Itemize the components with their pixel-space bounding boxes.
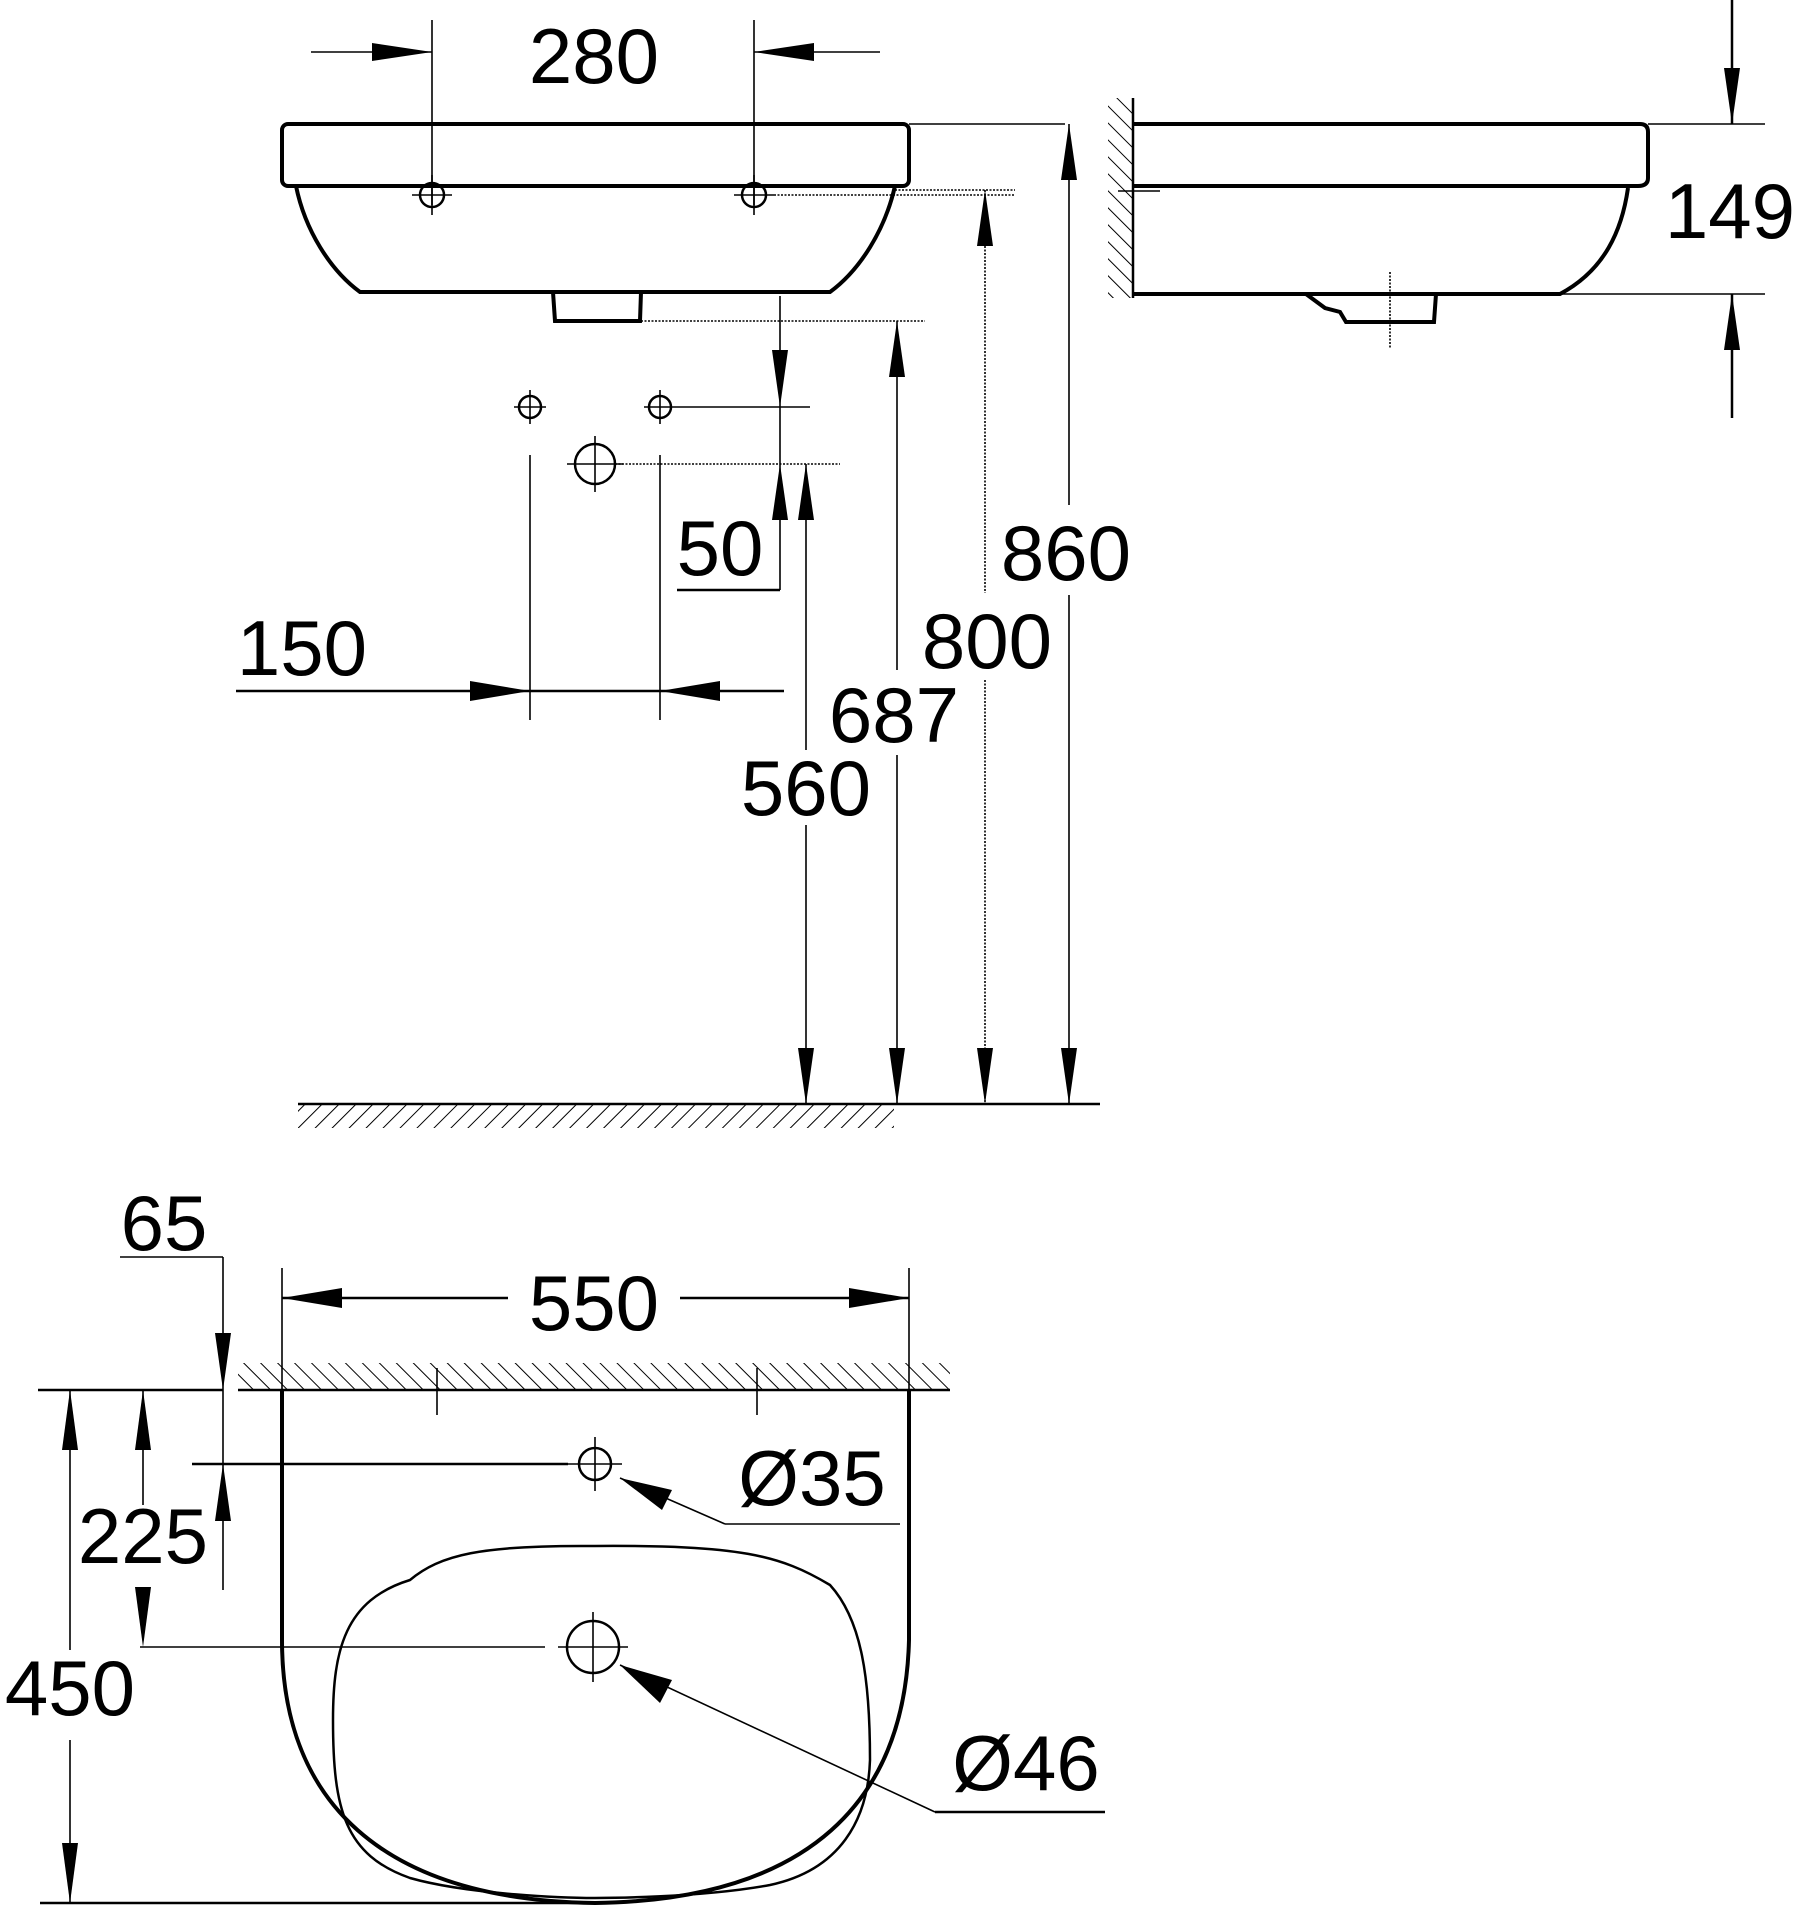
label-560: 560: [741, 744, 871, 832]
basin-rim-side: [1133, 122, 1650, 188]
label-450: 450: [5, 1644, 135, 1732]
label-149: 149: [1665, 167, 1795, 255]
dim-860: 860: [1001, 124, 1131, 1104]
label-550: 550: [529, 1259, 659, 1347]
basin-rim-front: [280, 122, 911, 188]
wall-hatch-top: [238, 1363, 950, 1390]
dim-150: 150: [236, 455, 784, 720]
dim-280: 280: [311, 12, 880, 205]
waste-outlet-side: [1304, 292, 1438, 324]
dim-50: 50: [677, 296, 788, 592]
label-dia35: Ø35: [738, 1434, 885, 1522]
label-225: 225: [78, 1492, 208, 1580]
basin-bowl-front: [294, 185, 897, 294]
wall-fixing-hole-right-icon: [644, 390, 676, 424]
wall-fixing-hole-left-icon: [514, 390, 546, 424]
tap-hole-top-icon: [568, 1437, 622, 1491]
dim-687: 687: [829, 321, 959, 1104]
label-150: 150: [237, 604, 367, 692]
dim-550: 550: [281, 1259, 910, 1395]
basin-bowl-side: [1133, 187, 1630, 296]
side-view: 149: [1108, 0, 1795, 418]
wall-hatch: [1108, 98, 1133, 298]
label-687: 687: [829, 671, 959, 759]
dim-65: 65: [120, 1179, 231, 1590]
waste-outlet-front: [551, 291, 643, 323]
label-dia46: Ø46: [952, 1719, 1099, 1807]
label-65: 65: [121, 1179, 208, 1267]
supply-hole-icon: [567, 436, 623, 492]
dim-225: 225: [78, 1390, 208, 1647]
label-280: 280: [529, 12, 659, 100]
label-860: 860: [1001, 509, 1131, 597]
waste-hole-top-icon: [558, 1612, 628, 1682]
front-view: 280 150: [236, 12, 1131, 1128]
dim-149: 149: [1560, 0, 1795, 418]
floor-line: [298, 1102, 1100, 1128]
top-view: 550 Ø35 Ø: [5, 1179, 1105, 1906]
inner-bowl-top: [331, 1544, 872, 1900]
dim-dia35: Ø35: [619, 1434, 900, 1525]
label-800: 800: [922, 597, 1052, 685]
label-50: 50: [677, 504, 764, 592]
dim-800: 800: [922, 190, 1052, 1104]
dim-560: 560: [741, 464, 871, 1104]
dim-450: 450: [5, 1390, 600, 1905]
dim-dia46: Ø46: [619, 1664, 1105, 1814]
